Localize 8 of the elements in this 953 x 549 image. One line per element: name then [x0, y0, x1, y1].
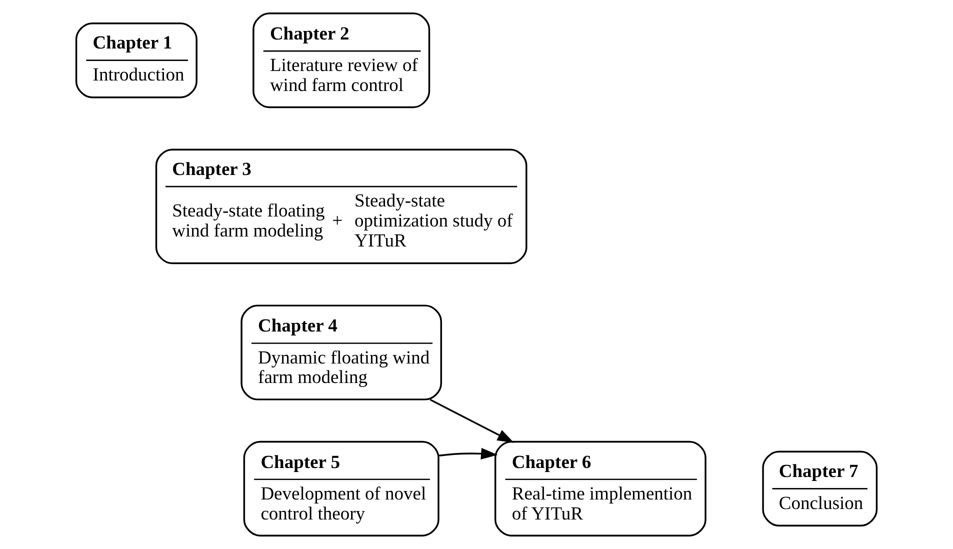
node-box: Chapter 5 Development of novel control theory [243, 440, 440, 536]
arrow [430, 398, 514, 443]
node-box: Chapter 4 Dynamic floating wind farm modeling [240, 304, 442, 400]
node-box: Chapter 2 Literature review of wind farm control [252, 12, 430, 108]
arrow [438, 448, 498, 460]
node-box: Chapter 1 Introduction [75, 22, 198, 98]
node-box: Chapter 6 Real-time implemention of YITuR [494, 440, 706, 536]
node-box: Chapter 7 Conclusion [762, 450, 878, 527]
